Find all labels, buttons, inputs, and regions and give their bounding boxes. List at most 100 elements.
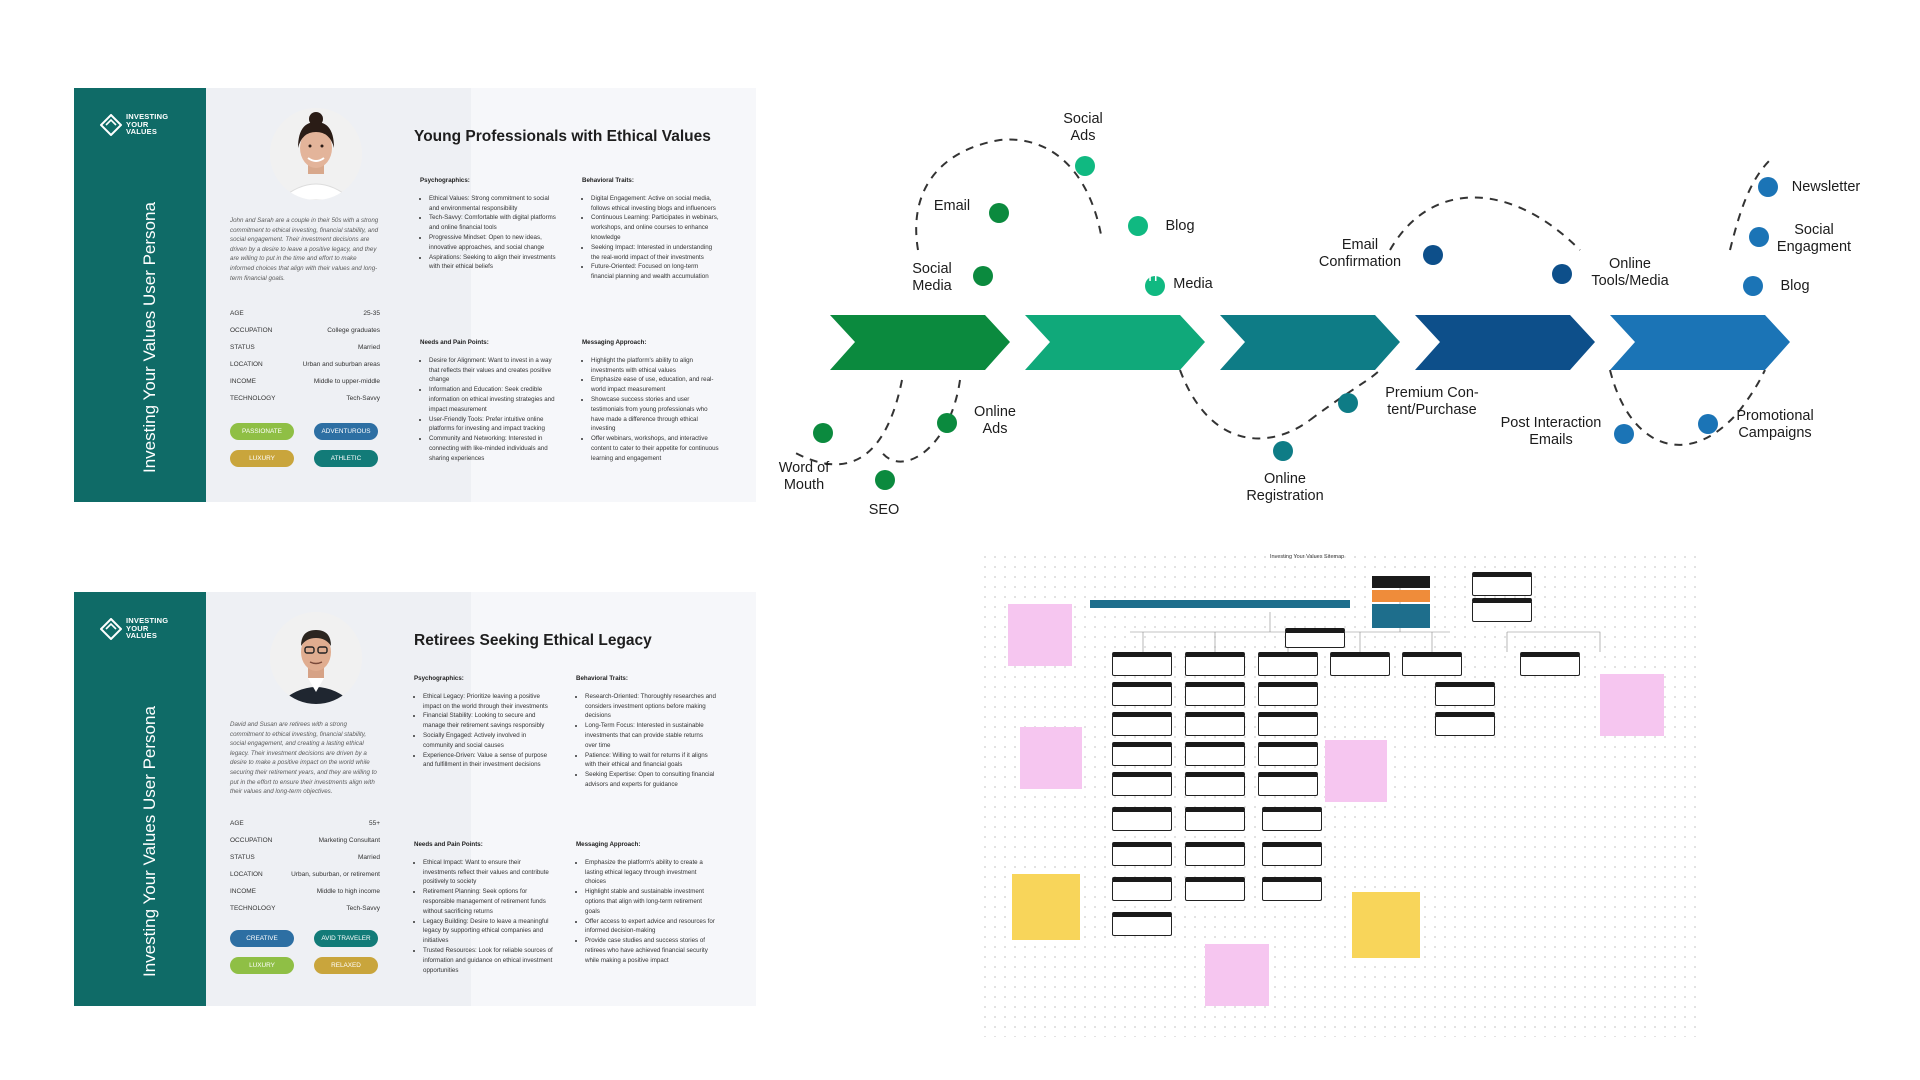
list-item: Experience-Driven: Value a sense of purp… <box>423 751 554 771</box>
sticky-note <box>1352 892 1420 958</box>
persona-attributes: Age55+ OccupationMarketing Consultant St… <box>230 816 380 918</box>
stage-arrow-exploration <box>1025 315 1205 370</box>
list-item: Seeking Expertise: Open to consulting fi… <box>585 770 716 790</box>
persona-side-title: Investing Your Values User Persona <box>140 706 159 977</box>
section-heading: Messaging Approach: <box>576 841 641 848</box>
awareness-curve <box>790 379 903 466</box>
sitemap-node <box>1285 628 1345 648</box>
sitemap-node <box>1112 742 1172 766</box>
list-item: Offer access to expert advice and resour… <box>585 917 716 937</box>
sitemap-board: Investing Your Values Sitemap <box>980 552 1700 1037</box>
dot-online-ads <box>937 413 957 433</box>
list-item: Trusted Resources: Look for reliable sou… <box>423 946 554 975</box>
persona-bio: John and Sarah are a couple in their 50s… <box>230 217 379 282</box>
attribute-value: Middle to upper-middle <box>313 378 380 385</box>
list-item: Legacy Building: Desire to leave a meani… <box>423 917 554 946</box>
list-item: Information and Education: Seek credible… <box>429 385 560 414</box>
persona-photo <box>270 612 362 704</box>
retention-curve <box>1389 196 1581 251</box>
persona-profile-column: John and Sarah are a couple in their 50s… <box>206 88 471 502</box>
list-item: Offer webinars, workshops, and interacti… <box>591 434 722 463</box>
touchpoint-media: Media <box>1173 276 1213 292</box>
persona-card-2: INVESTING YOUR VALUES Investing Your Val… <box>74 592 756 1006</box>
sitemap-node <box>1112 652 1172 676</box>
engagement-curve <box>1179 369 1311 440</box>
brand-line-2: YOUR <box>126 623 149 633</box>
persona-tag: Creative <box>230 930 294 947</box>
sitemap-node <box>1185 772 1245 796</box>
brand-logo-icon <box>100 618 122 640</box>
sitemap-title: Investing Your Values Sitemap <box>1270 554 1345 560</box>
dot-blog <box>1128 216 1148 236</box>
persona-card-1: INVESTING YOUR VALUES Investing Your Val… <box>74 88 756 502</box>
advocacy-curve <box>1609 369 1766 446</box>
sitemap-node <box>1262 842 1322 866</box>
dot-social-ads <box>1075 156 1095 176</box>
stage-arrow-retention <box>1415 315 1595 370</box>
list-item: Long-Term Focus: Interested in sustainab… <box>585 721 716 750</box>
sitemap-node <box>1185 712 1245 736</box>
journey-diagram <box>790 138 1790 490</box>
dot-social-engagment <box>1749 227 1769 247</box>
list-item: Ethical Impact: Want to ensure their inv… <box>423 858 554 887</box>
list-item: Showcase success stories and user testim… <box>591 395 722 434</box>
touchpoint-seo: SEO <box>868 502 900 518</box>
brand-logo: INVESTING YOUR VALUES <box>100 616 200 646</box>
sticky-note <box>1325 740 1387 802</box>
list-item: Financial Stability: Looking to secure a… <box>423 711 554 731</box>
sticky-note <box>1008 604 1072 666</box>
section-heading: Needs and Pain Points: <box>414 841 483 848</box>
persona-title: Retirees Seeking Ethical Legacy <box>414 632 652 649</box>
touchpoint-dots <box>813 156 1778 490</box>
needs-section: Needs and Pain Points: Ethical Impact: W… <box>414 840 554 975</box>
customer-journey-map: Awareness Exploration Engagement Retenti… <box>779 90 1861 530</box>
sitemap-node <box>1112 912 1172 936</box>
woman-avatar-icon <box>270 108 362 200</box>
sitemap-node <box>1185 682 1245 706</box>
sitemap-node <box>1112 807 1172 831</box>
persona-side-title: Investing Your Values User Persona <box>140 202 159 473</box>
persona-photo <box>270 108 362 200</box>
attribute-value: College graduates <box>327 327 380 334</box>
exploration-curve <box>915 138 1103 251</box>
dot-online-registration <box>1273 441 1293 461</box>
persona-tag: Adventurous <box>314 423 378 440</box>
list-item: Ethical Legacy: Prioritize leaving a pos… <box>423 692 554 712</box>
section-heading: Behavioral Traits: <box>576 675 628 682</box>
stage-arrow-advocacy <box>1610 315 1790 370</box>
brand-line-1: INVESTING <box>126 112 169 121</box>
man-avatar-icon <box>270 612 362 704</box>
stage-label-exploration: Exploration <box>1072 266 1158 285</box>
attribute-key: Technology <box>230 905 276 912</box>
list-item: Future-Oriented: Focused on long-term fi… <box>591 262 722 282</box>
attribute-key: Status <box>230 854 255 861</box>
attribute-key: Age <box>230 310 244 317</box>
sitemap-node <box>1112 682 1172 706</box>
dot-seo <box>875 470 895 490</box>
persona-side-bar: INVESTING YOUR VALUES Investing Your Val… <box>74 592 206 1006</box>
sitemap-node <box>1185 842 1245 866</box>
attribute-row: Income Middle to upper-middle <box>230 374 380 391</box>
section-heading: Psychographics: <box>414 675 464 682</box>
brand-logo: INVESTING YOUR VALUES <box>100 112 200 142</box>
sitemap-node <box>1258 772 1318 796</box>
behavioral-traits-section: Behavioral Traits: Research-Oriented: Th… <box>576 674 716 790</box>
nav-bar <box>1090 600 1350 608</box>
attribute-key: Income <box>230 378 256 385</box>
sitemap-node <box>1185 652 1245 676</box>
list-item: Provide case studies and success stories… <box>585 936 716 965</box>
list-item: Digital Engagement: Active on social med… <box>591 194 722 214</box>
attribute-row: LocationUrban, suburban, or retirement <box>230 867 380 884</box>
list-item: Highlight the platform's ability to alig… <box>591 356 722 376</box>
touchpoint-social-ads: Social Ads <box>1063 111 1103 144</box>
list-item: Seeking Impact: Interested in understand… <box>591 243 722 263</box>
psychographics-section: Psychographics: Ethical Values: Strong c… <box>420 176 560 272</box>
touchpoint-word-of-mouth: Word of Mouth <box>778 460 830 493</box>
section-heading: Behavioral Traits: <box>582 177 634 184</box>
seo-curve <box>879 379 961 463</box>
touchpoint-newsletter: Newsletter <box>1791 179 1861 195</box>
dot-media <box>1145 276 1165 296</box>
persona-tag: Luxury <box>230 957 294 974</box>
sitemap-node <box>1258 682 1318 706</box>
attribute-key: Technology <box>230 395 276 402</box>
